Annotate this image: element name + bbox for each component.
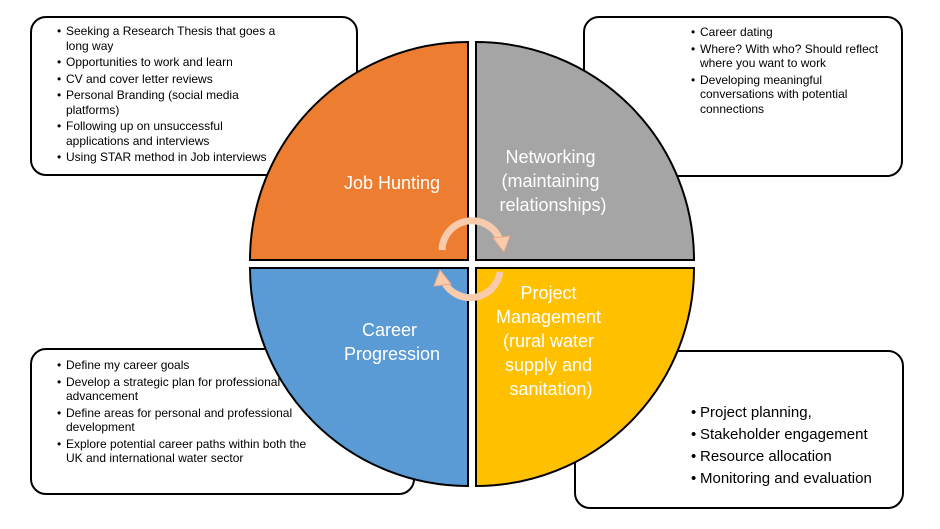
list-item: Personal Branding (social media platform… [57,88,281,117]
list-item: Using STAR method in Job interviews [57,150,281,165]
career-progression-quadrant [248,267,469,488]
list-item: CV and cover letter reviews [57,72,281,87]
list-item: Project planning, [691,402,902,424]
job-hunting-quadrant [248,40,469,261]
networking-label: Networking (maintaining relationships) [499,147,606,215]
cycle-arrows-icon [438,217,504,302]
list-item: Where? With who? Should reflect where yo… [691,42,890,71]
list-item: Resource allocation [691,446,902,468]
list-item: Monitoring and evaluation [691,468,902,490]
job-hunting-label: Job Hunting [344,173,440,193]
networking-box: Career dating Where? With who? Should re… [583,16,903,177]
list-item: Define areas for personal and profession… [57,406,316,435]
networking-quadrant [475,40,696,261]
project-management-quadrant [475,267,696,488]
arrow-head-icon [433,268,452,287]
list-item: Developing meaningful conversations with… [691,73,890,117]
project-management-label: Project Management (rural water supply a… [496,283,606,399]
list-item: Career dating [691,25,890,40]
list-item: Opportunities to work and learn [57,55,281,70]
list-item: Seeking a Research Thesis that goes a lo… [57,24,281,53]
list-item: Explore potential career paths within bo… [57,437,316,466]
list-item: Following up on unsuccessful application… [57,119,281,148]
list-item: Define my career goals [57,358,316,373]
arrow-head-icon [492,235,511,254]
career-progression-label: Career Progression [344,320,440,364]
list-item: Stakeholder engagement [691,424,902,446]
job-hunting-box: Seeking a Research Thesis that goes a lo… [30,16,358,176]
list-item: Develop a strategic plan for professiona… [57,375,316,404]
